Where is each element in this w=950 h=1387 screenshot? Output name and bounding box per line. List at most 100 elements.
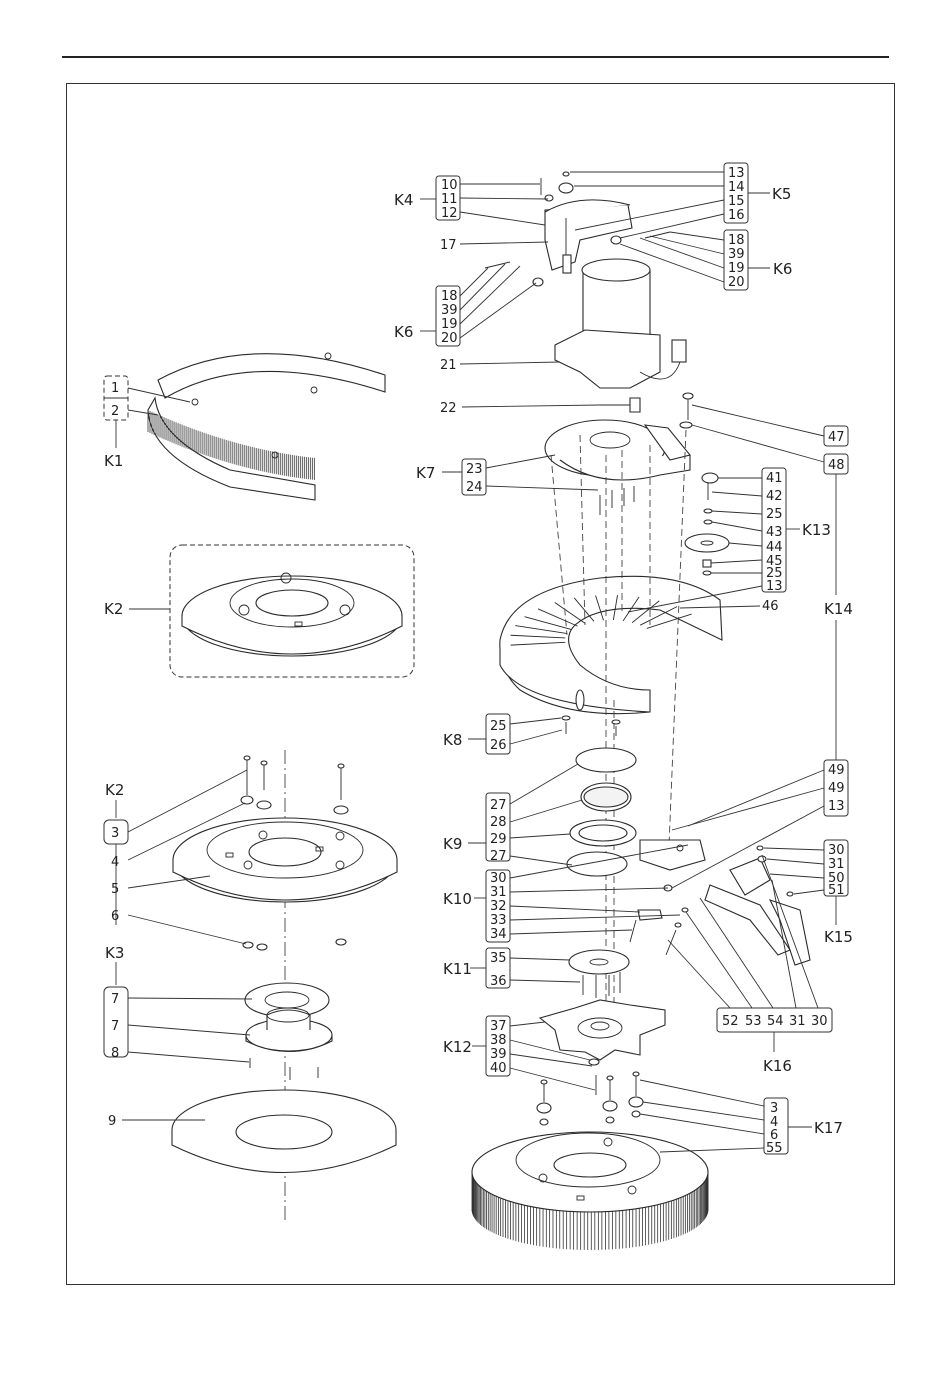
kit-k3: K3 [105,944,124,962]
label-48: 48 [828,458,845,473]
label-group-k10: K10 30 31 32 33 34 [443,845,688,942]
kit-k17: K17 [814,1119,843,1137]
label-30-k10: 30 [490,871,507,886]
label-21: 21 [440,358,457,373]
label-49a: 49 [828,763,845,778]
label-group-k7: K7 23 24 [416,455,598,495]
kit-k12: K12 [443,1038,472,1056]
label-group-k8: K8 25 26 [443,714,562,754]
label-38: 38 [490,1033,507,1048]
label-group-k5: 13 14 15 16 K5 [570,163,791,238]
label-group-k3: K3 7 7 8 9 [104,944,252,1129]
label-51: 51 [828,883,845,898]
label-20-right: 20 [728,275,745,290]
label-group-k12: K12 37 38 39 40 [443,1016,595,1090]
label-34: 34 [490,927,507,942]
label-28: 28 [490,815,507,830]
label-40: 40 [490,1061,507,1076]
label-group-k6-left: 18 39 19 20 K6 [394,264,536,346]
label-group-k13: 41 42 25 43 44 45 25 13 K13 [628,468,831,612]
label-20-left: 20 [441,331,458,346]
kit-k2-top: K2 [104,600,123,618]
kit-k8: K8 [443,731,462,749]
label-47: 47 [828,430,845,445]
label-4: 4 [111,855,119,870]
label-18-right: 18 [728,233,745,248]
kit-k9: K9 [443,835,462,853]
label-37: 37 [490,1019,507,1034]
label-18-left: 18 [441,289,458,304]
label-43: 43 [766,525,783,540]
label-25-k8: 25 [490,719,507,734]
label-54: 54 [767,1014,784,1029]
label-group-k4: K4 10 11 12 17 [394,176,548,253]
label-52: 52 [722,1014,739,1029]
label-9: 9 [108,1114,116,1129]
kit-k10: K10 [443,890,472,908]
label-25-k13a: 25 [766,507,783,522]
label-group-k2: K2 3 4 5 6 [104,770,247,944]
label-5: 5 [111,882,119,897]
kit-k11: K11 [443,960,472,978]
kit-k6-right: K6 [773,260,792,278]
label-group-k15: 30 31 50 51 K15 [764,840,853,946]
label-6: 6 [111,909,119,924]
label-13-k14: 13 [828,799,845,814]
label-group-k16: 52 53 54 31 30 K16 [668,855,832,1075]
label-53: 53 [745,1014,762,1029]
label-14: 14 [728,180,745,195]
label-3: 3 [111,826,119,841]
label-7b: 7 [111,1019,119,1034]
kit-k1: K1 [104,452,123,470]
label-42: 42 [766,489,783,504]
label-group-49: 49 49 13 [672,760,848,888]
kit-k2: K2 [105,781,124,799]
label-27b: 27 [490,849,507,864]
label-8: 8 [111,1046,119,1061]
label-30-k16: 30 [811,1014,828,1029]
label-26: 26 [490,738,507,753]
kit-k6-left: K6 [394,323,413,341]
label-39-left: 39 [441,303,458,318]
label-16: 16 [728,208,745,223]
label-31-k15: 31 [828,857,845,872]
label-group-k6-right: 18 39 19 20 K6 [620,230,792,290]
label-11: 11 [441,192,458,207]
kit-k5: K5 [772,185,791,203]
label-30-k15: 30 [828,843,845,858]
label-33: 33 [490,913,507,928]
label-19-left: 19 [441,317,458,332]
label-13-k13: 13 [766,579,783,594]
label-3-k17: 3 [770,1101,778,1116]
kit-k4: K4 [394,191,413,209]
label-group-k11: K11 35 36 [443,948,580,989]
label-1: 1 [111,381,119,396]
label-39-k12: 39 [490,1047,507,1062]
label-12: 12 [441,206,458,221]
label-17: 17 [440,238,457,253]
label-23: 23 [466,462,483,477]
label-22: 22 [440,401,457,416]
label-44: 44 [766,540,783,555]
label-29: 29 [490,832,507,847]
kit-k15: K15 [824,928,853,946]
label-24: 24 [466,480,483,495]
label-27a: 27 [490,798,507,813]
label-group-k1: 1 2 K1 [104,376,190,470]
label-13-top: 13 [728,166,745,181]
kit-k7: K7 [416,464,435,482]
kit-k14: K14 [824,600,853,618]
label-36: 36 [490,974,507,989]
label-group-k17: 3 4 6 55 K17 [640,1080,843,1156]
label-32: 32 [490,899,507,914]
label-10: 10 [441,178,458,193]
label-46: 46 [762,599,779,614]
label-group-k9: K9 27 28 29 27 [443,764,582,865]
label-31-k10: 31 [490,885,507,900]
label-7a: 7 [111,992,119,1007]
label-39-right: 39 [728,247,745,262]
label-41: 41 [766,471,783,486]
label-55: 55 [766,1141,783,1156]
kit-k13: K13 [802,521,831,539]
